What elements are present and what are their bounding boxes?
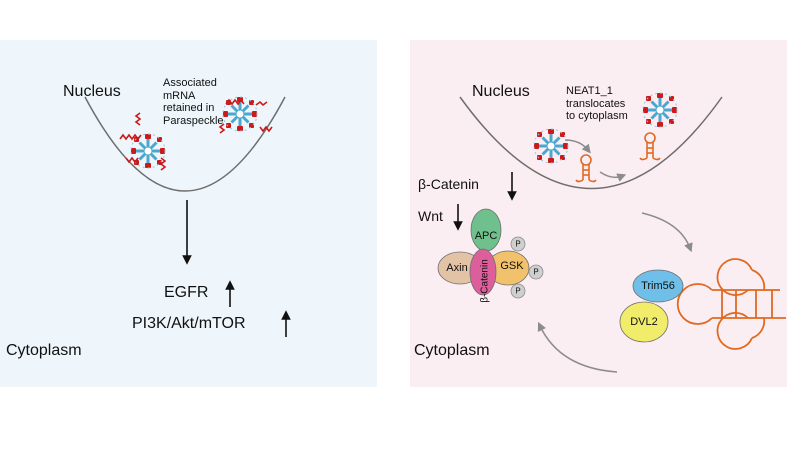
phospho-label: P: [515, 287, 520, 296]
right-nucleus-membrane: [459, 96, 723, 190]
translocation-arrow-icon: [564, 139, 591, 154]
right-cytoplasm-label: Cytoplasm: [414, 342, 490, 359]
left-annotation-line: Paraspeckle: [163, 114, 224, 127]
left-cytoplasm-label: Cytoplasm: [6, 342, 82, 359]
gsk-label: GSK: [500, 260, 524, 272]
left-annotation: Associated mRNA retained in Paraspeckle: [163, 77, 224, 128]
trim56-label: Trim56: [641, 280, 675, 292]
neat1-hairpin-icon: [575, 154, 597, 183]
translocation-arrow-icon: [599, 171, 627, 182]
left-nucleus: [84, 95, 286, 192]
phospho-icon: [510, 236, 526, 252]
right-panel: [410, 40, 787, 387]
destruction-complex: APC Axin GSK β-Catenin P P P: [437, 208, 544, 303]
mrna-strand-icons: [119, 98, 273, 171]
dvl2-label: DVL2: [630, 316, 658, 328]
phospho-label: P: [515, 240, 520, 249]
beta-catenin-label: β-Catenin: [418, 176, 479, 192]
right-nucleus-label: Nucleus: [472, 83, 530, 100]
neat1-hairpin-icon: [639, 132, 661, 161]
phospho-icon: [510, 283, 526, 299]
neat1-rna-structure: [676, 258, 786, 350]
paraspeckle-icon: [641, 91, 679, 129]
right-annotation: NEAT1_1 translocates to cytoplasm: [566, 85, 628, 123]
left-annotation-line: mRNA: [163, 89, 196, 102]
left-nucleus-membrane: [84, 96, 286, 192]
paraspeckle-icon: [129, 132, 167, 170]
beta-catenin-node: [469, 248, 497, 296]
cycle-arrow-icon: [537, 321, 618, 373]
neat1-complex: Trim56 DVL2: [619, 258, 786, 350]
beta-catenin-node-label: β-Catenin: [480, 259, 491, 303]
right-annotation-line: to cytoplasm: [566, 110, 628, 123]
dvl2-node: [619, 301, 669, 343]
trim56-node: [632, 269, 684, 303]
cycle-arrow-icon: [641, 212, 693, 253]
paraspeckle-icon: [532, 127, 570, 165]
left-panel: [0, 40, 377, 387]
apc-label: APC: [475, 230, 498, 242]
phospho-icon: [528, 264, 544, 280]
pathway-label: PI3K/Akt/mTOR: [132, 315, 246, 332]
wnt-label: Wnt: [418, 208, 443, 224]
left-annotation-line: retained in: [163, 102, 215, 115]
left-nucleus-label: Nucleus: [63, 83, 121, 100]
phospho-label: P: [533, 268, 538, 277]
axin-label: Axin: [446, 262, 467, 274]
right-nucleus: [459, 91, 723, 190]
right-annotation-line: NEAT1_1: [566, 85, 613, 97]
right-annotation-line: translocates: [566, 97, 626, 110]
egfr-label: EGFR: [164, 284, 209, 301]
left-annotation-line: Associated: [163, 77, 217, 89]
